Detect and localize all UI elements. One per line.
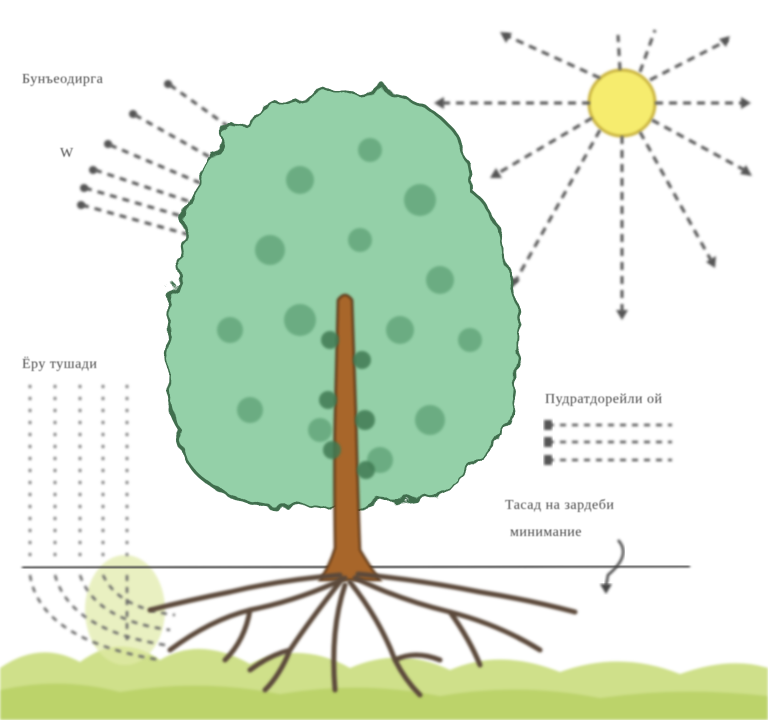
tree-icon (167, 90, 521, 580)
evaporation-arrows (548, 425, 672, 460)
ground-label-line2: минимание (510, 525, 582, 541)
ground-arrow (606, 540, 623, 586)
evaporation-arrowheads (544, 420, 552, 465)
rain-label: Ёру тушади (22, 357, 97, 373)
air-sub-label: W (60, 146, 74, 162)
rain-arrows (30, 385, 127, 565)
sun-icon (589, 70, 655, 136)
evaporation-label: Пудратдорейли ой (545, 392, 662, 408)
air-label: Бунъеодирга (22, 72, 103, 88)
ground-label-line1: Тасад на зардеби (505, 498, 614, 514)
